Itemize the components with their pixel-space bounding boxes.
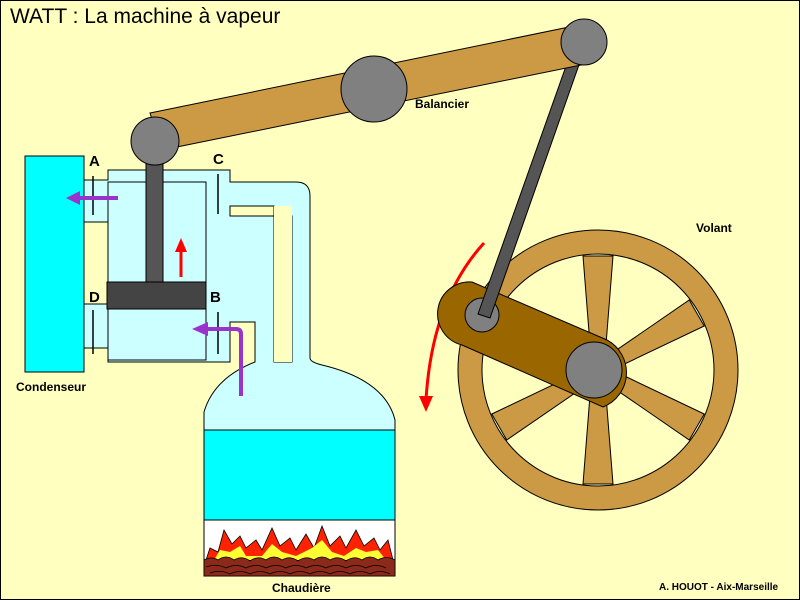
flywheel-hub	[565, 341, 623, 399]
valve-label-d: D	[89, 289, 100, 306]
piston	[106, 281, 207, 310]
boiler-water	[203, 429, 396, 521]
boiler-fire	[203, 519, 396, 577]
condenser	[24, 155, 85, 373]
label-balancier: Balancier	[415, 97, 470, 111]
coal-bed	[203, 556, 396, 577]
steam-inflow-arrow	[206, 327, 243, 396]
piston-motion-arrow-head	[175, 238, 187, 252]
label-chaudiere: Chaudière	[272, 581, 331, 595]
label-volant: Volant	[696, 221, 732, 235]
flames	[205, 524, 394, 561]
valve-label-a: A	[89, 153, 100, 170]
beam-pivot	[340, 55, 408, 123]
pipe-gap-cover	[274, 206, 292, 362]
valve-flaps	[92, 174, 219, 354]
rotation-arrow-head	[419, 396, 433, 412]
exhaust-flow-arrow-head	[66, 191, 80, 205]
coal-line	[209, 570, 391, 575]
valve-label-b: B	[210, 289, 221, 306]
steam-inflow-arrow-head	[192, 322, 208, 336]
beam-end-joint	[560, 18, 608, 66]
beam-left-joint	[130, 116, 180, 166]
label-condenseur: Condenseur	[16, 380, 87, 394]
coal-texture	[205, 564, 391, 575]
page-title: WATT : La machine à vapeur	[10, 5, 281, 28]
valve-label-c: C	[213, 151, 224, 168]
coal-line	[205, 564, 387, 569]
piston-rod	[145, 149, 164, 286]
author-credit: A. HOUOT - Aix-Marseille	[659, 582, 779, 593]
